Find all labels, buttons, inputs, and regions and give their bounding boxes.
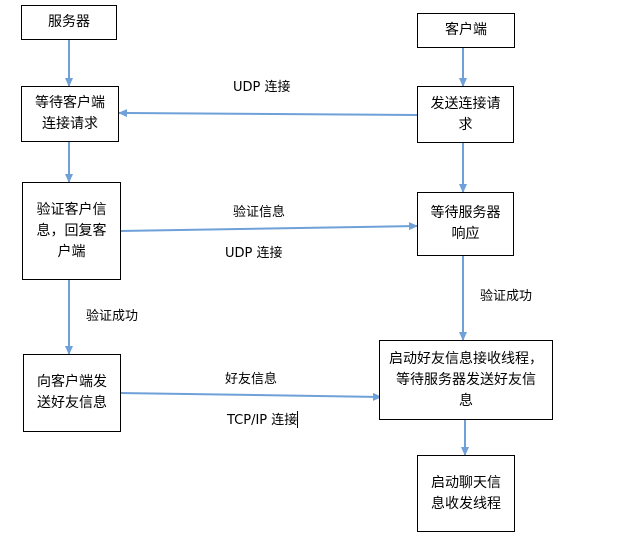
node-server: 服务器 (21, 5, 117, 40)
node-wait-server: 等待服务器 响应 (417, 192, 514, 256)
node-verify-client: 验证客户信 息，回复客 户端 (22, 182, 121, 280)
label-udp-connect-top: UDP 连接 (233, 80, 291, 95)
label-verify-success-right: 验证成功 (480, 289, 533, 304)
label-udp-connect-mid: UDP 连接 (225, 246, 283, 261)
text-cursor (297, 411, 298, 428)
node-send-request: 发送连接请 求 (417, 86, 514, 143)
node-start-friend-thread: 启动好友信息接收线程， 等待服务器发送好友信 息 (379, 340, 553, 420)
label-tcpip-connect: TCP/IP 连接 (227, 413, 298, 428)
arrow-send-friends-to-friend-thread (120, 392, 382, 401)
node-start-chat-thread: 启动聊天信 息收发线程 (417, 455, 515, 532)
label-verify-info: 验证信息 (233, 205, 286, 220)
arrow-send-request-to-wait-client (118, 109, 418, 118)
label-verify-success-left: 验证成功 (86, 309, 139, 324)
node-send-friends: 向客户端发 送好友信息 (23, 354, 121, 432)
node-wait-client: 等待客户端 连接请求 (21, 86, 119, 142)
node-client: 客户端 (417, 13, 515, 48)
label-friend-info: 好友信息 (225, 372, 278, 387)
arrow-verify-to-wait-server (120, 222, 418, 232)
